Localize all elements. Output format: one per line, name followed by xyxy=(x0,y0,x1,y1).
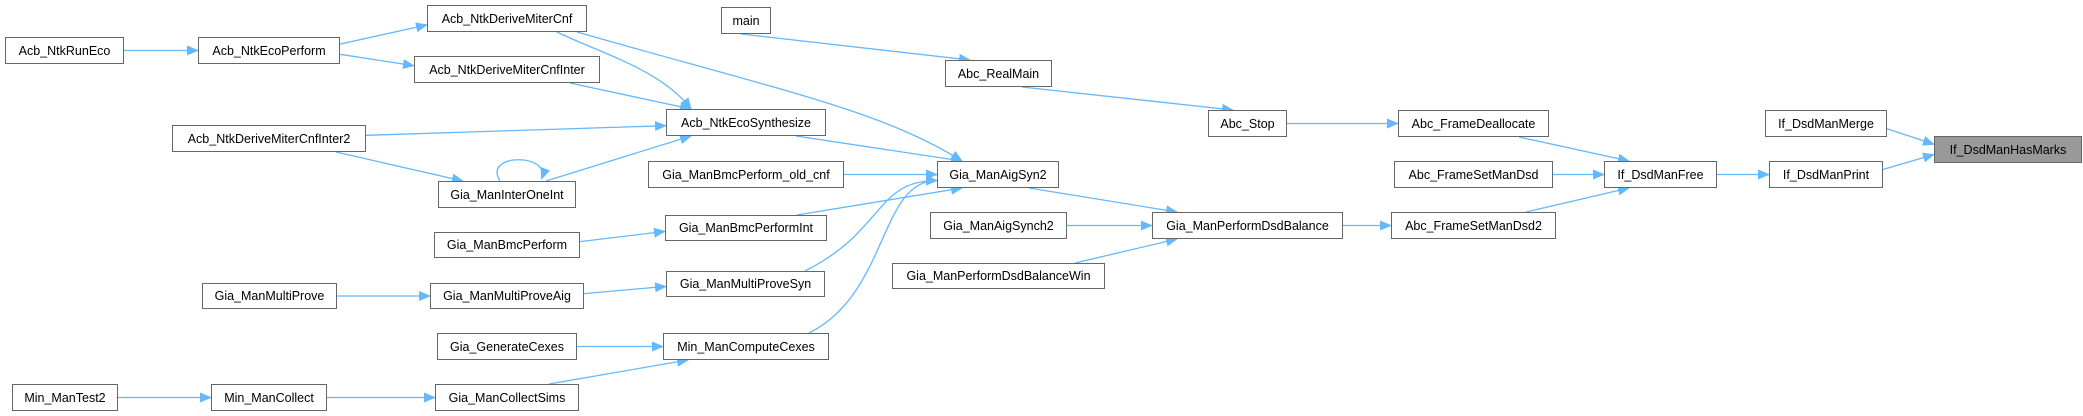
node-acb-ntkruneco[interactable]: Acb_NtkRunEco xyxy=(5,37,124,64)
node-min-mantest2[interactable]: Min_ManTest2 xyxy=(12,384,118,411)
node-min-mancollect[interactable]: Min_ManCollect xyxy=(211,384,327,411)
node-acb-ntkecoperform[interactable]: Acb_NtkEcoPerform xyxy=(198,37,340,64)
node-abc-framedeallocate[interactable]: Abc_FrameDeallocate xyxy=(1398,110,1549,137)
node-gia-manperformdsdbalance[interactable]: Gia_ManPerformDsdBalance xyxy=(1152,212,1343,239)
edge-Gia_ManPerformDsdBalanceWin-to-Gia_ManPerformDsdBalance xyxy=(1074,236,1178,264)
edge-Gia_ManBmcPerform-to-Gia_ManBmcPerformInt xyxy=(579,227,666,243)
edge-Acb_NtkDeriveMiterCnfInter2-to-Gia_ManInterOneInt xyxy=(335,151,464,184)
edge-Gia_ManAigSyn2-to-Gia_ManPerformDsdBalance xyxy=(1028,187,1178,216)
node-if-dsdmanprint[interactable]: If_DsdManPrint xyxy=(1769,161,1883,188)
node-min-mancomputecexes[interactable]: Min_ManComputeCexes xyxy=(663,333,829,360)
edge-Acb_NtkEcoSynthesize-to-Gia_ManAigSyn2 xyxy=(795,135,963,165)
node-gia-manbmcperform[interactable]: Gia_ManBmcPerform xyxy=(434,232,580,258)
node-gia-maninteroneint[interactable]: Gia_ManInterOneInt xyxy=(438,181,576,208)
edge-Acb_NtkEcoPerform-to-Acb_NtkDeriveMiterCnfInter xyxy=(339,53,415,69)
node-gia-manbmcperformint[interactable]: Gia_ManBmcPerformInt xyxy=(665,215,827,241)
node-gia-manmultiprove[interactable]: Gia_ManMultiProve xyxy=(202,283,337,309)
edge-Gia_ManInterOneInt-to-Gia_ManInterOneInt xyxy=(496,159,551,182)
edge-Abc_FrameSetManDsd2-to-If_DsdManFree xyxy=(1525,185,1630,213)
edge-Gia_ManMultiProveSyn-to-Gia_ManAigSyn2 xyxy=(804,175,938,272)
node-if-dsdmanmerge[interactable]: If_DsdManMerge xyxy=(1765,110,1887,137)
node-abc-framesetmandsd[interactable]: Abc_FrameSetManDsd xyxy=(1394,161,1553,188)
node-if-dsdmanfree[interactable]: If_DsdManFree xyxy=(1604,161,1717,188)
edge-Acb_NtkDeriveMiterCnf-to-Gia_ManAigSyn2 xyxy=(576,31,963,162)
node-acb-ntkecosynthesize[interactable]: Acb_NtkEcoSynthesize xyxy=(666,109,826,136)
edge-Abc_RealMain-to-Abc_Stop xyxy=(1021,86,1234,114)
node-gia-mancollectsims[interactable]: Gia_ManCollectSims xyxy=(435,384,579,411)
node-gia-manaigsyn2[interactable]: Gia_ManAigSyn2 xyxy=(937,161,1059,188)
node-abc-stop[interactable]: Abc_Stop xyxy=(1208,110,1287,137)
node-gia-manaigsynch2[interactable]: Gia_ManAigSynch2 xyxy=(930,212,1067,239)
node-gia-manmultiproveaig[interactable]: Gia_ManMultiProveAig xyxy=(430,283,584,309)
node-abc-framesetmandsd2[interactable]: Abc_FrameSetManDsd2 xyxy=(1391,212,1556,239)
node-acb-ntkderivemitercnfinter[interactable]: Acb_NtkDeriveMiterCnfInter xyxy=(414,56,600,83)
edge-Acb_NtkDeriveMiterCnfInter2-to-Acb_NtkEcoSynthesize xyxy=(365,121,667,136)
edge-Acb_NtkDeriveMiterCnfInter-to-Acb_NtkEcoSynthesize xyxy=(569,82,692,112)
node-gia-manbmcperform-old-cnf[interactable]: Gia_ManBmcPerform_old_cnf xyxy=(648,161,844,188)
node-gia-manperformdsdbalancewin[interactable]: Gia_ManPerformDsdBalanceWin xyxy=(892,263,1105,289)
edge-Gia_ManMultiProveAig-to-Gia_ManMultiProveSyn xyxy=(583,282,667,295)
node-abc-realmain[interactable]: Abc_RealMain xyxy=(945,60,1052,87)
edge-Abc_FrameDeallocate-to-If_DsdManFree xyxy=(1518,136,1630,164)
node-gia-generatecexes[interactable]: Gia_GenerateCexes xyxy=(437,333,577,360)
edge-Acb_NtkEcoPerform-to-Acb_NtkDeriveMiterCnf xyxy=(339,22,428,45)
edge-If_DsdManMerge-to-If_DsdManHasMarks xyxy=(1886,128,1935,146)
edge-Gia_ManBmcPerformInt-to-Gia_ManAigSyn2 xyxy=(796,184,963,216)
edge-If_DsdManPrint-to-If_DsdManHasMarks xyxy=(1882,152,1935,171)
edge-Gia_ManInterOneInt-to-Acb_NtkEcoSynthesize xyxy=(545,134,692,182)
node-main[interactable]: main xyxy=(721,7,771,34)
node-gia-manmultiprovesyn[interactable]: Gia_ManMultiProveSyn xyxy=(666,271,825,297)
edge-Gia_ManCollectSims-to-Min_ManComputeCexes xyxy=(548,356,689,385)
edge-Min_ManComputeCexes-to-Gia_ManAigSyn2 xyxy=(808,175,938,334)
node-if-dsdmanhasmarks: If_DsdManHasMarks xyxy=(1934,136,2082,163)
edge-Acb_NtkDeriveMiterCnf-to-Acb_NtkEcoSynthesize xyxy=(556,31,692,110)
node-acb-ntkderivemitercnf[interactable]: Acb_NtkDeriveMiterCnf xyxy=(427,5,587,32)
node-acb-ntkderivemitercnfinter2[interactable]: Acb_NtkDeriveMiterCnfInter2 xyxy=(172,125,366,152)
edge-main-to-Abc_RealMain xyxy=(740,33,971,64)
